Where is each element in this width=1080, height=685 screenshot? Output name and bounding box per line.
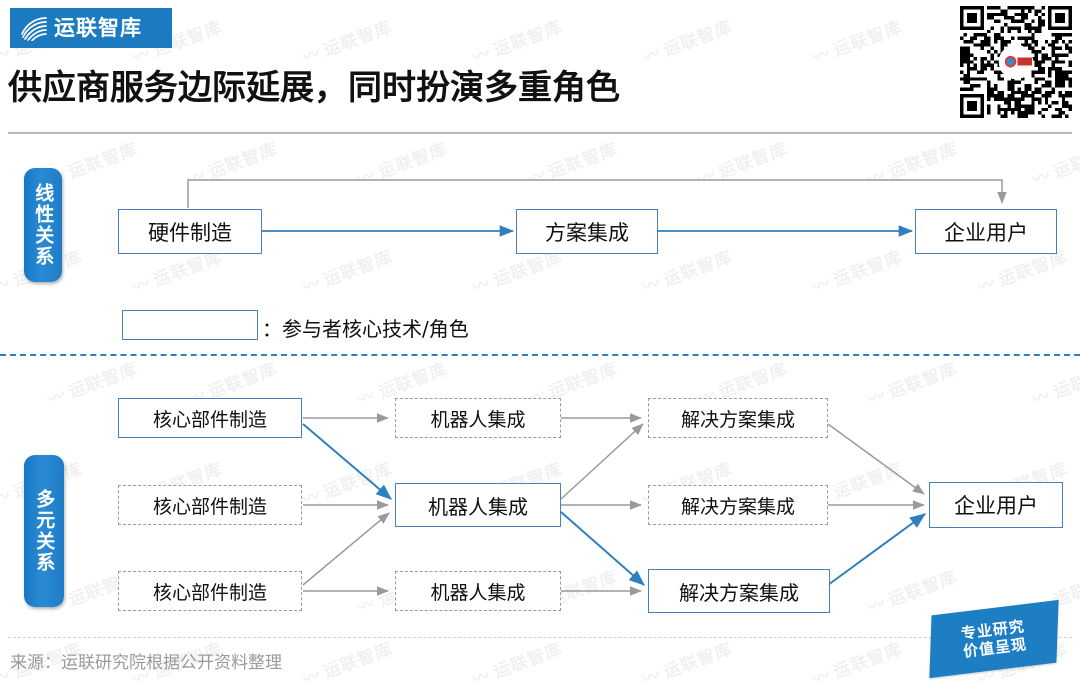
node-solution-integration[interactable]: 方案集成 <box>516 209 658 254</box>
node-label: 企业用户 <box>954 494 1038 518</box>
node-robot-integration-3[interactable]: 机器人集成 <box>395 571 561 611</box>
node-solution-integration-2[interactable]: 解决方案集成 <box>648 485 828 525</box>
side-label-linear: 线性关系 <box>24 168 62 282</box>
title-divider <box>8 132 1072 134</box>
side-label-multi-text: 多元关系 <box>33 489 56 573</box>
node-core-component-2[interactable]: 核心部件制造 <box>118 485 302 525</box>
swirl-logo-icon <box>21 17 47 41</box>
qr-code-icon <box>960 6 1072 118</box>
node-core-component-3[interactable]: 核心部件制造 <box>118 571 302 611</box>
node-label: 核心部件制造 <box>152 581 267 604</box>
node-label: 核心部件制造 <box>152 495 267 518</box>
node-label: 解决方案集成 <box>680 495 795 518</box>
brand-logo: 运联智库 <box>10 8 172 48</box>
side-label-multi: 多元关系 <box>24 455 64 607</box>
legend-text: ：参与者核心技术/角色 <box>262 317 469 341</box>
arrow-robot2-to-sol1 <box>560 423 644 500</box>
node-label: 方案集成 <box>545 220 629 245</box>
node-label: 机器人集成 <box>430 408 526 431</box>
node-label: 硬件制造 <box>148 220 232 245</box>
node-solution-integration-3[interactable]: 解决方案集成 <box>648 569 830 613</box>
side-label-linear-text: 线性关系 <box>32 183 55 267</box>
node-label: 解决方案集成 <box>679 580 799 605</box>
arrow-sol1-to-enterprise <box>827 423 925 495</box>
node-solution-integration-1[interactable]: 解决方案集成 <box>648 398 828 438</box>
arrow-sol3-to-enterprise <box>827 513 926 586</box>
brand-logo-text: 运联智库 <box>54 15 142 40</box>
arrow-hardware-to-enterprise-loop <box>187 179 1007 208</box>
arrow-core3-to-robot2 <box>302 512 390 586</box>
node-label: 机器人集成 <box>430 581 526 604</box>
node-hardware-manufacturing[interactable]: 硬件制造 <box>118 209 262 254</box>
node-robot-integration-1[interactable]: 机器人集成 <box>395 398 561 438</box>
node-robot-integration-2[interactable]: 机器人集成 <box>395 483 561 527</box>
section-divider <box>0 354 1080 356</box>
footer-divider <box>8 637 1072 638</box>
node-label: 机器人集成 <box>428 494 528 519</box>
source-note: 来源：运联研究院根据公开资料整理 <box>10 653 282 673</box>
arrow-robot2-to-sol3 <box>560 511 645 586</box>
node-label: 解决方案集成 <box>680 408 795 431</box>
node-enterprise-user-multi[interactable]: 企业用户 <box>929 482 1063 528</box>
node-label: 企业用户 <box>944 220 1028 245</box>
legend-swatch-box <box>122 310 258 340</box>
page-title: 供应商服务边际延展，同时扮演多重角色 <box>8 68 620 108</box>
arrow-core1-to-robot2 <box>302 423 392 500</box>
node-core-component-1[interactable]: 核心部件制造 <box>118 398 302 438</box>
node-label: 核心部件制造 <box>152 408 267 431</box>
node-enterprise-user-linear[interactable]: 企业用户 <box>915 209 1057 254</box>
